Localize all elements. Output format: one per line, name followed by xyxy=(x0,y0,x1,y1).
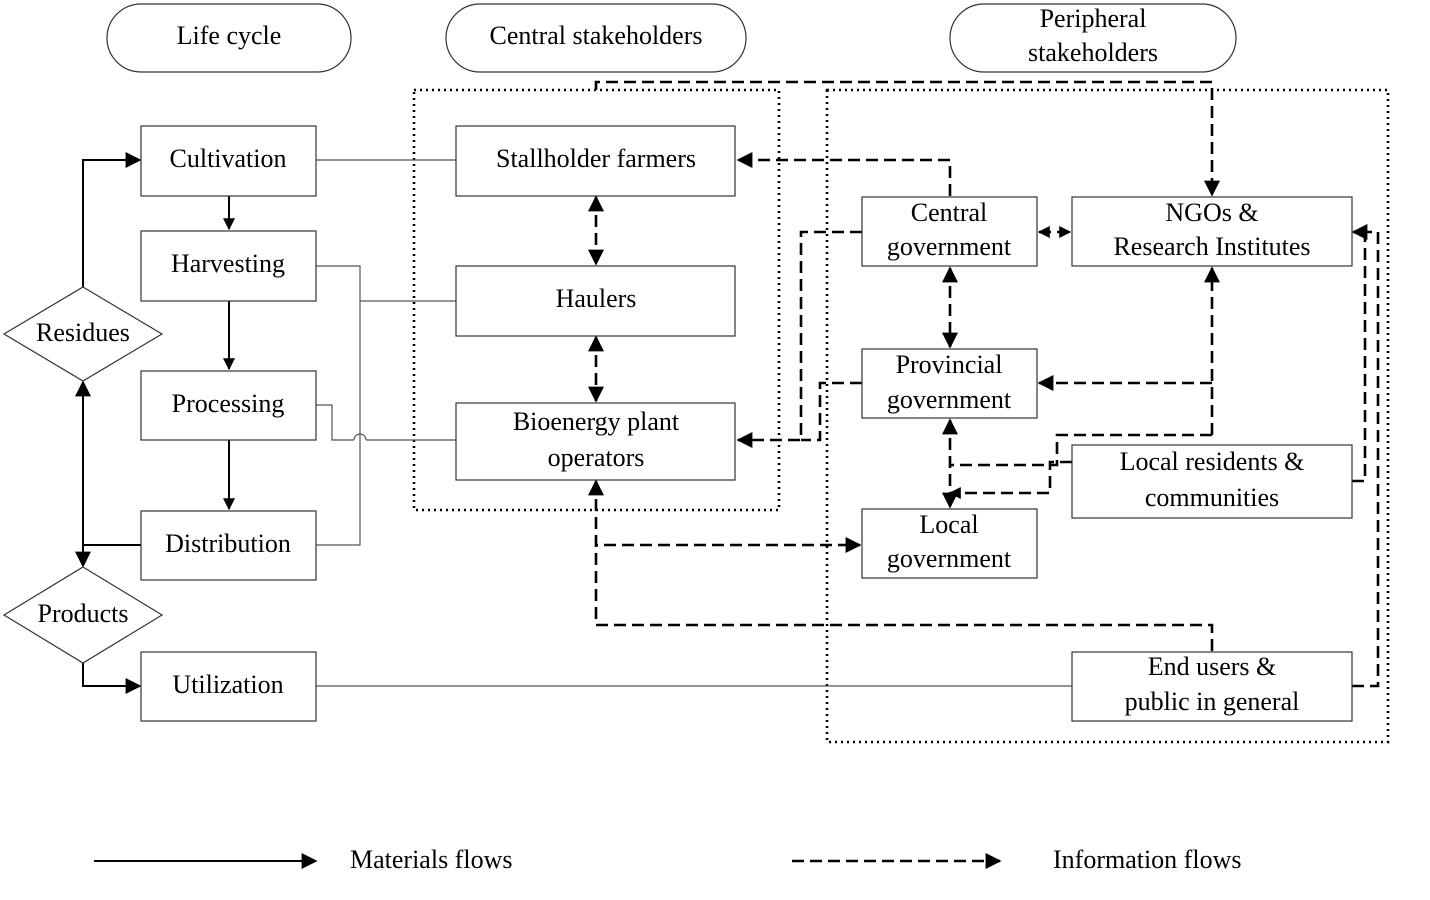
peripheral-stakeholders-region xyxy=(825,88,1390,744)
box-harvesting: Harvesting xyxy=(140,230,317,302)
box-provincial-government: Provincial government xyxy=(861,348,1038,419)
central-gov-label-line1: Central xyxy=(911,198,988,227)
local-gov-label-line1: Local xyxy=(919,510,978,539)
local-gov-label-line2: government xyxy=(887,544,1012,573)
end-users-label-line2: public in general xyxy=(1125,687,1300,716)
products-label: Products xyxy=(38,599,129,628)
box-cultivation: Cultivation xyxy=(140,125,317,197)
header-central-label: Central stakeholders xyxy=(490,21,703,50)
ngo-label-line1: NGOs & xyxy=(1165,198,1258,227)
residues-label: Residues xyxy=(36,318,130,347)
legend: Materials flows Information flows xyxy=(94,845,1241,874)
legend-materials-label: Materials flows xyxy=(350,845,512,874)
box-central-government: Central government xyxy=(861,196,1038,267)
box-bioenergy-plant-operators: Bioenergy plant operators xyxy=(455,402,736,481)
diamond-products: Products xyxy=(2,566,164,664)
header-peripheral-stakeholders: Peripheral stakeholders xyxy=(949,3,1237,73)
harvesting-label: Harvesting xyxy=(171,249,285,278)
lifecycle-links xyxy=(316,159,1072,687)
header-peripheral-label-line2: stakeholders xyxy=(1028,38,1158,67)
provincial-label-line1: Provincial xyxy=(896,350,1003,379)
processing-label: Processing xyxy=(172,389,285,418)
plant-label-line1: Bioenergy plant xyxy=(513,407,680,436)
header-life-cycle-label: Life cycle xyxy=(177,21,282,50)
utilization-label: Utilization xyxy=(172,670,283,699)
box-haulers: Haulers xyxy=(455,265,736,337)
legend-information-label: Information flows xyxy=(1053,845,1241,874)
central-gov-label-line2: government xyxy=(887,232,1012,261)
local-res-label-line2: communities xyxy=(1145,483,1279,512)
stallholder-label: Stallholder farmers xyxy=(496,144,696,173)
header-central-stakeholders: Central stakeholders xyxy=(445,3,747,73)
header-peripheral-label-line1: Peripheral xyxy=(1040,4,1147,33)
box-local-government: Local government xyxy=(861,508,1038,579)
box-distribution: Distribution xyxy=(140,510,317,581)
box-processing: Processing xyxy=(140,370,317,441)
header-life-cycle: Life cycle xyxy=(106,3,352,73)
diamond-residues: Residues xyxy=(2,286,164,382)
box-stallholder-farmers: Stallholder farmers xyxy=(455,125,736,197)
box-local-residents: Local residents & communities xyxy=(1071,444,1353,519)
haulers-label: Haulers xyxy=(556,284,637,313)
distribution-label: Distribution xyxy=(165,529,291,558)
end-users-label-line1: End users & xyxy=(1148,652,1277,681)
local-res-label-line1: Local residents & xyxy=(1120,447,1305,476)
material-flow-arrows xyxy=(75,152,235,694)
box-utilization: Utilization xyxy=(140,651,317,722)
box-end-users: End users & public in general xyxy=(1071,651,1353,722)
ngo-label-line2: Research Institutes xyxy=(1113,232,1310,261)
information-flow-arrows xyxy=(588,80,1380,688)
provincial-label-line2: government xyxy=(887,385,1012,414)
plant-label-line2: operators xyxy=(548,443,645,472)
cultivation-label: Cultivation xyxy=(170,144,287,173)
box-ngos-research: NGOs & Research Institutes xyxy=(1071,196,1353,267)
